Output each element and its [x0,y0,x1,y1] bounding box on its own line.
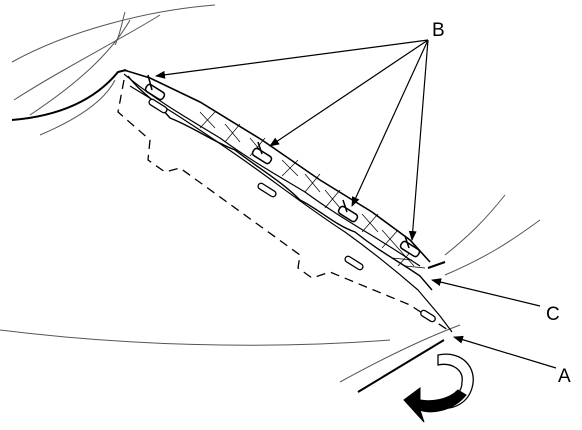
curved-arrow-icon [403,353,474,423]
trim-strip [123,69,453,333]
leader-line-c [431,278,541,307]
hidden-part-outline [117,79,449,331]
retaining-slots [148,98,436,323]
callout-b: B [432,20,445,41]
callout-a: A [558,366,571,387]
body-contour [11,69,446,393]
clip-2 [251,141,273,165]
strip-hatching [199,111,426,269]
clip-1 [144,74,166,101]
leader-lines-b [155,39,429,241]
body-panel-lines [0,4,541,383]
callout-c: C [546,304,560,325]
clip-3 [337,199,359,223]
clip-4 [399,235,421,258]
leader-line-a [453,335,557,369]
